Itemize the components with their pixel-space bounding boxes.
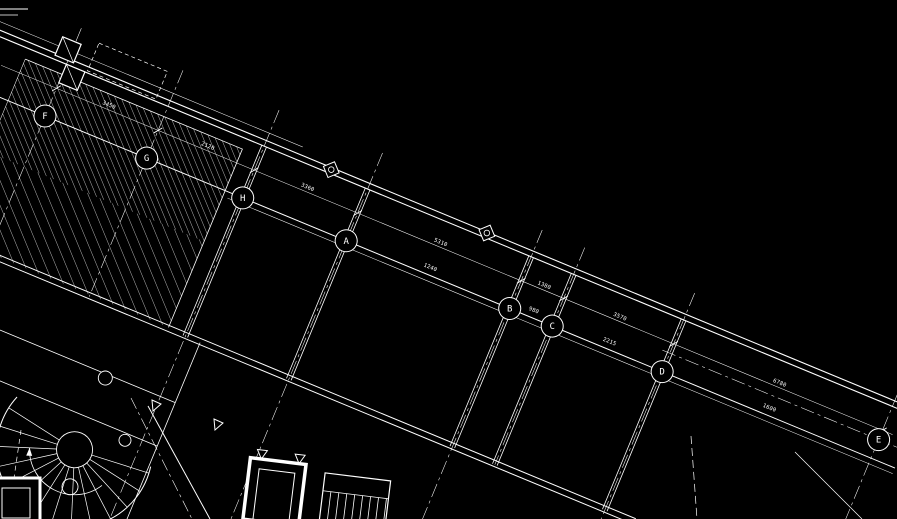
grid-bubble: C [540, 314, 564, 338]
grid-bubble-circle [540, 314, 564, 338]
grid-bubble-label: C [549, 322, 554, 332]
dimension-text: 980 [528, 306, 540, 316]
dimension-text: 1600 [762, 403, 777, 414]
grid-bubble-circle [33, 104, 57, 128]
column-bubble [97, 370, 113, 386]
direction-triangle-icon [213, 418, 224, 432]
hatched-wall-region [0, 58, 243, 328]
grid-bubble: D [650, 360, 674, 384]
direction-triangle-icon [151, 399, 162, 413]
section-marker-diamond [478, 224, 496, 242]
upper-dimension-line: 3450 2120 3360 5310 1380 3570 6780 [0, 65, 893, 435]
elevator-shaft [240, 455, 308, 519]
grid-bubble-label: A [343, 237, 349, 247]
grid-bubble: F [33, 104, 57, 128]
level-marker-triangle-icon [256, 448, 269, 461]
grid-bubble-circle [334, 229, 358, 253]
end-columns [54, 35, 168, 100]
column-bubble [118, 433, 132, 447]
core-shafts-group [240, 448, 392, 519]
bottom-left-block [0, 429, 42, 519]
direction-arrowhead-icon [26, 447, 33, 456]
cross-wall-lines [182, 145, 687, 512]
grid-bubble: E [867, 428, 891, 452]
dimension-text: 3450 [101, 100, 116, 111]
grid-bubble-label: B [507, 304, 512, 314]
grid-bubble: A [334, 229, 358, 253]
grid-bubble-circle [135, 146, 159, 170]
grid-bubble-label: H [240, 194, 245, 204]
grid-bubbles: F G H A B C D [33, 104, 891, 452]
peripheral-lines [0, 8, 863, 519]
grid-bubble-circle [650, 360, 674, 384]
stair-run [317, 472, 392, 519]
dimension-text: 3570 [612, 312, 627, 323]
inner-wall-lines [0, 219, 637, 519]
grid-bubble: B [498, 296, 522, 320]
dimension-text: 3360 [300, 182, 315, 193]
grid-bubble-circle [498, 296, 522, 320]
stair-run-treads [326, 491, 387, 519]
stair-direction-arc [29, 447, 103, 496]
grid-bubble-label: E [876, 436, 881, 446]
grid-bubble-label: D [659, 368, 664, 378]
grid-bubble-circle [231, 186, 255, 210]
dimension-text: 1380 [536, 280, 551, 291]
grid-bubble-circle [867, 428, 891, 452]
grid-bubble-label: F [42, 112, 47, 122]
section-marker-diamond [322, 161, 340, 179]
dimension-text: 5310 [433, 238, 448, 249]
dashed-outline [87, 42, 168, 100]
dimension-text: 6780 [772, 378, 787, 389]
dimension-text: 1240 [423, 263, 438, 274]
dimension-text: 2215 [602, 337, 617, 348]
stair-newel-circle [56, 431, 93, 469]
outer-wall-lines [0, 20, 897, 425]
grid-bubble: G [135, 146, 159, 170]
grid-bubble-label: G [144, 154, 149, 164]
level-marker-triangle-icon [294, 453, 307, 465]
lower-wing-walls [0, 291, 201, 519]
dimension-text: 2120 [200, 141, 215, 152]
grid-bubble: H [231, 186, 255, 210]
section-markers [322, 161, 496, 242]
